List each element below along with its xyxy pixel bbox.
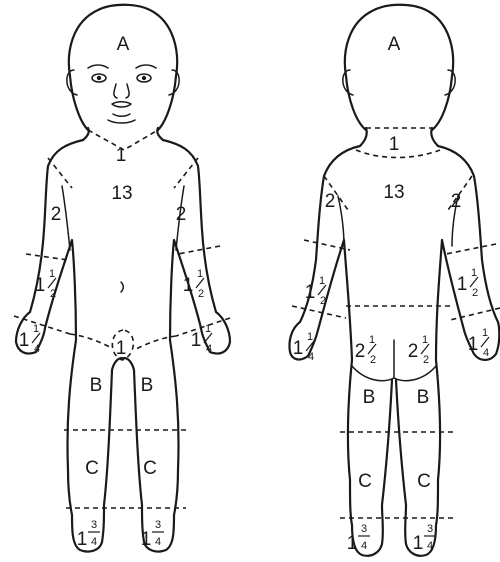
svg-text:1: 1: [141, 529, 152, 550]
front-right-leg-label: C: [143, 458, 157, 479]
front-navel: [121, 282, 123, 292]
svg-text:1: 1: [307, 331, 313, 343]
front-left-thigh-label: B: [90, 375, 103, 396]
svg-text:4: 4: [361, 540, 367, 552]
front-trunk-label: 13: [111, 183, 132, 204]
back-head-label: A: [388, 34, 401, 55]
svg-text:4: 4: [206, 343, 212, 355]
svg-text:2: 2: [198, 288, 204, 300]
front-left-upper-arm-label: 2: [51, 204, 62, 225]
svg-text:1: 1: [191, 330, 202, 351]
svg-text:2: 2: [423, 354, 429, 366]
svg-text:1: 1: [49, 268, 55, 280]
front-right-upper-arm-label: 2: [176, 204, 187, 225]
svg-text:4: 4: [483, 347, 489, 359]
front-neck-right: [157, 128, 163, 140]
svg-text:3: 3: [155, 519, 161, 531]
svg-text:3: 3: [361, 523, 367, 535]
back-left-buttock-label: 2 1 2: [355, 334, 376, 366]
front-genitalia-label: 1: [116, 338, 127, 359]
back-trunk-label: 13: [383, 182, 404, 203]
front-right-forearm-label: 1 1 2: [183, 268, 204, 300]
svg-text:1: 1: [369, 334, 375, 346]
svg-text:1: 1: [77, 529, 88, 550]
back-head-outline: [345, 5, 453, 130]
front-right-foot-label: 1 3 4: [141, 519, 164, 550]
svg-text:2: 2: [472, 287, 478, 299]
svg-text:1: 1: [468, 334, 479, 355]
back-figure: A 1 13 2 2 B B C C 1 1 2 1 1 2 1 1 4 1 1: [289, 5, 500, 556]
svg-text:1: 1: [35, 275, 46, 296]
front-head-outline: [69, 5, 177, 130]
svg-text:1: 1: [183, 275, 194, 296]
svg-text:1: 1: [305, 282, 316, 303]
back-left-leg-label: C: [358, 471, 372, 492]
front-left-inner-arm: [62, 186, 70, 250]
svg-text:1: 1: [413, 533, 424, 554]
back-right-thigh-label: B: [417, 387, 430, 408]
svg-text:1: 1: [457, 274, 468, 295]
front-left-leg-label: C: [85, 458, 99, 479]
back-neck-right: [431, 128, 438, 146]
back-left-foot-label: 1 3 4: [347, 523, 370, 554]
back-right-forearm-label: 1 1 2: [457, 267, 478, 299]
back-left-inner-arm: [338, 196, 344, 246]
svg-text:1: 1: [471, 267, 477, 279]
front-right-thigh-label: B: [141, 375, 154, 396]
front-left-hand-label: 1 1 4: [19, 323, 40, 355]
back-right-hand-label: 1 1 4: [468, 327, 489, 359]
back-right-leg-label: C: [417, 471, 431, 492]
svg-text:1: 1: [205, 323, 211, 335]
back-right-upper-arm-label: 2: [451, 191, 462, 212]
svg-text:1: 1: [293, 338, 304, 359]
svg-text:1: 1: [33, 323, 39, 335]
front-neck-label: 1: [116, 145, 127, 166]
svg-text:4: 4: [427, 540, 433, 552]
front-right-side-outline: [124, 140, 230, 552]
svg-text:4: 4: [308, 351, 314, 363]
back-left-thigh-label: B: [363, 387, 376, 408]
front-figure: A 1 13 2 2 1 B B C C 1 1 2 1 1 2 1 1 4 1: [14, 5, 230, 552]
svg-text:2: 2: [50, 288, 56, 300]
svg-text:4: 4: [155, 536, 161, 548]
back-left-forearm-label: 1 1 2: [305, 275, 326, 307]
front-head-label: A: [117, 34, 130, 55]
svg-text:3: 3: [91, 519, 97, 531]
svg-text:1: 1: [482, 327, 488, 339]
back-neck-left: [360, 128, 367, 146]
svg-text:2: 2: [408, 341, 419, 362]
svg-text:4: 4: [34, 343, 40, 355]
svg-text:2: 2: [320, 295, 326, 307]
front-neck-left: [83, 128, 89, 140]
back-right-foot-label: 1 3 4: [413, 523, 436, 554]
svg-text:1: 1: [422, 334, 428, 346]
back-right-buttock-label: 2 1 2: [408, 334, 429, 366]
svg-text:1: 1: [19, 330, 30, 351]
svg-text:1: 1: [319, 275, 325, 287]
svg-text:3: 3: [427, 523, 433, 535]
svg-text:1: 1: [347, 533, 358, 554]
svg-text:4: 4: [91, 536, 97, 548]
svg-text:2: 2: [355, 341, 366, 362]
svg-text:2: 2: [370, 354, 376, 366]
back-neck-label: 1: [389, 134, 400, 155]
back-left-upper-arm-label: 2: [325, 191, 336, 212]
front-face: [88, 65, 156, 123]
front-left-foot-label: 1 3 4: [77, 519, 100, 550]
svg-text:1: 1: [197, 268, 203, 280]
